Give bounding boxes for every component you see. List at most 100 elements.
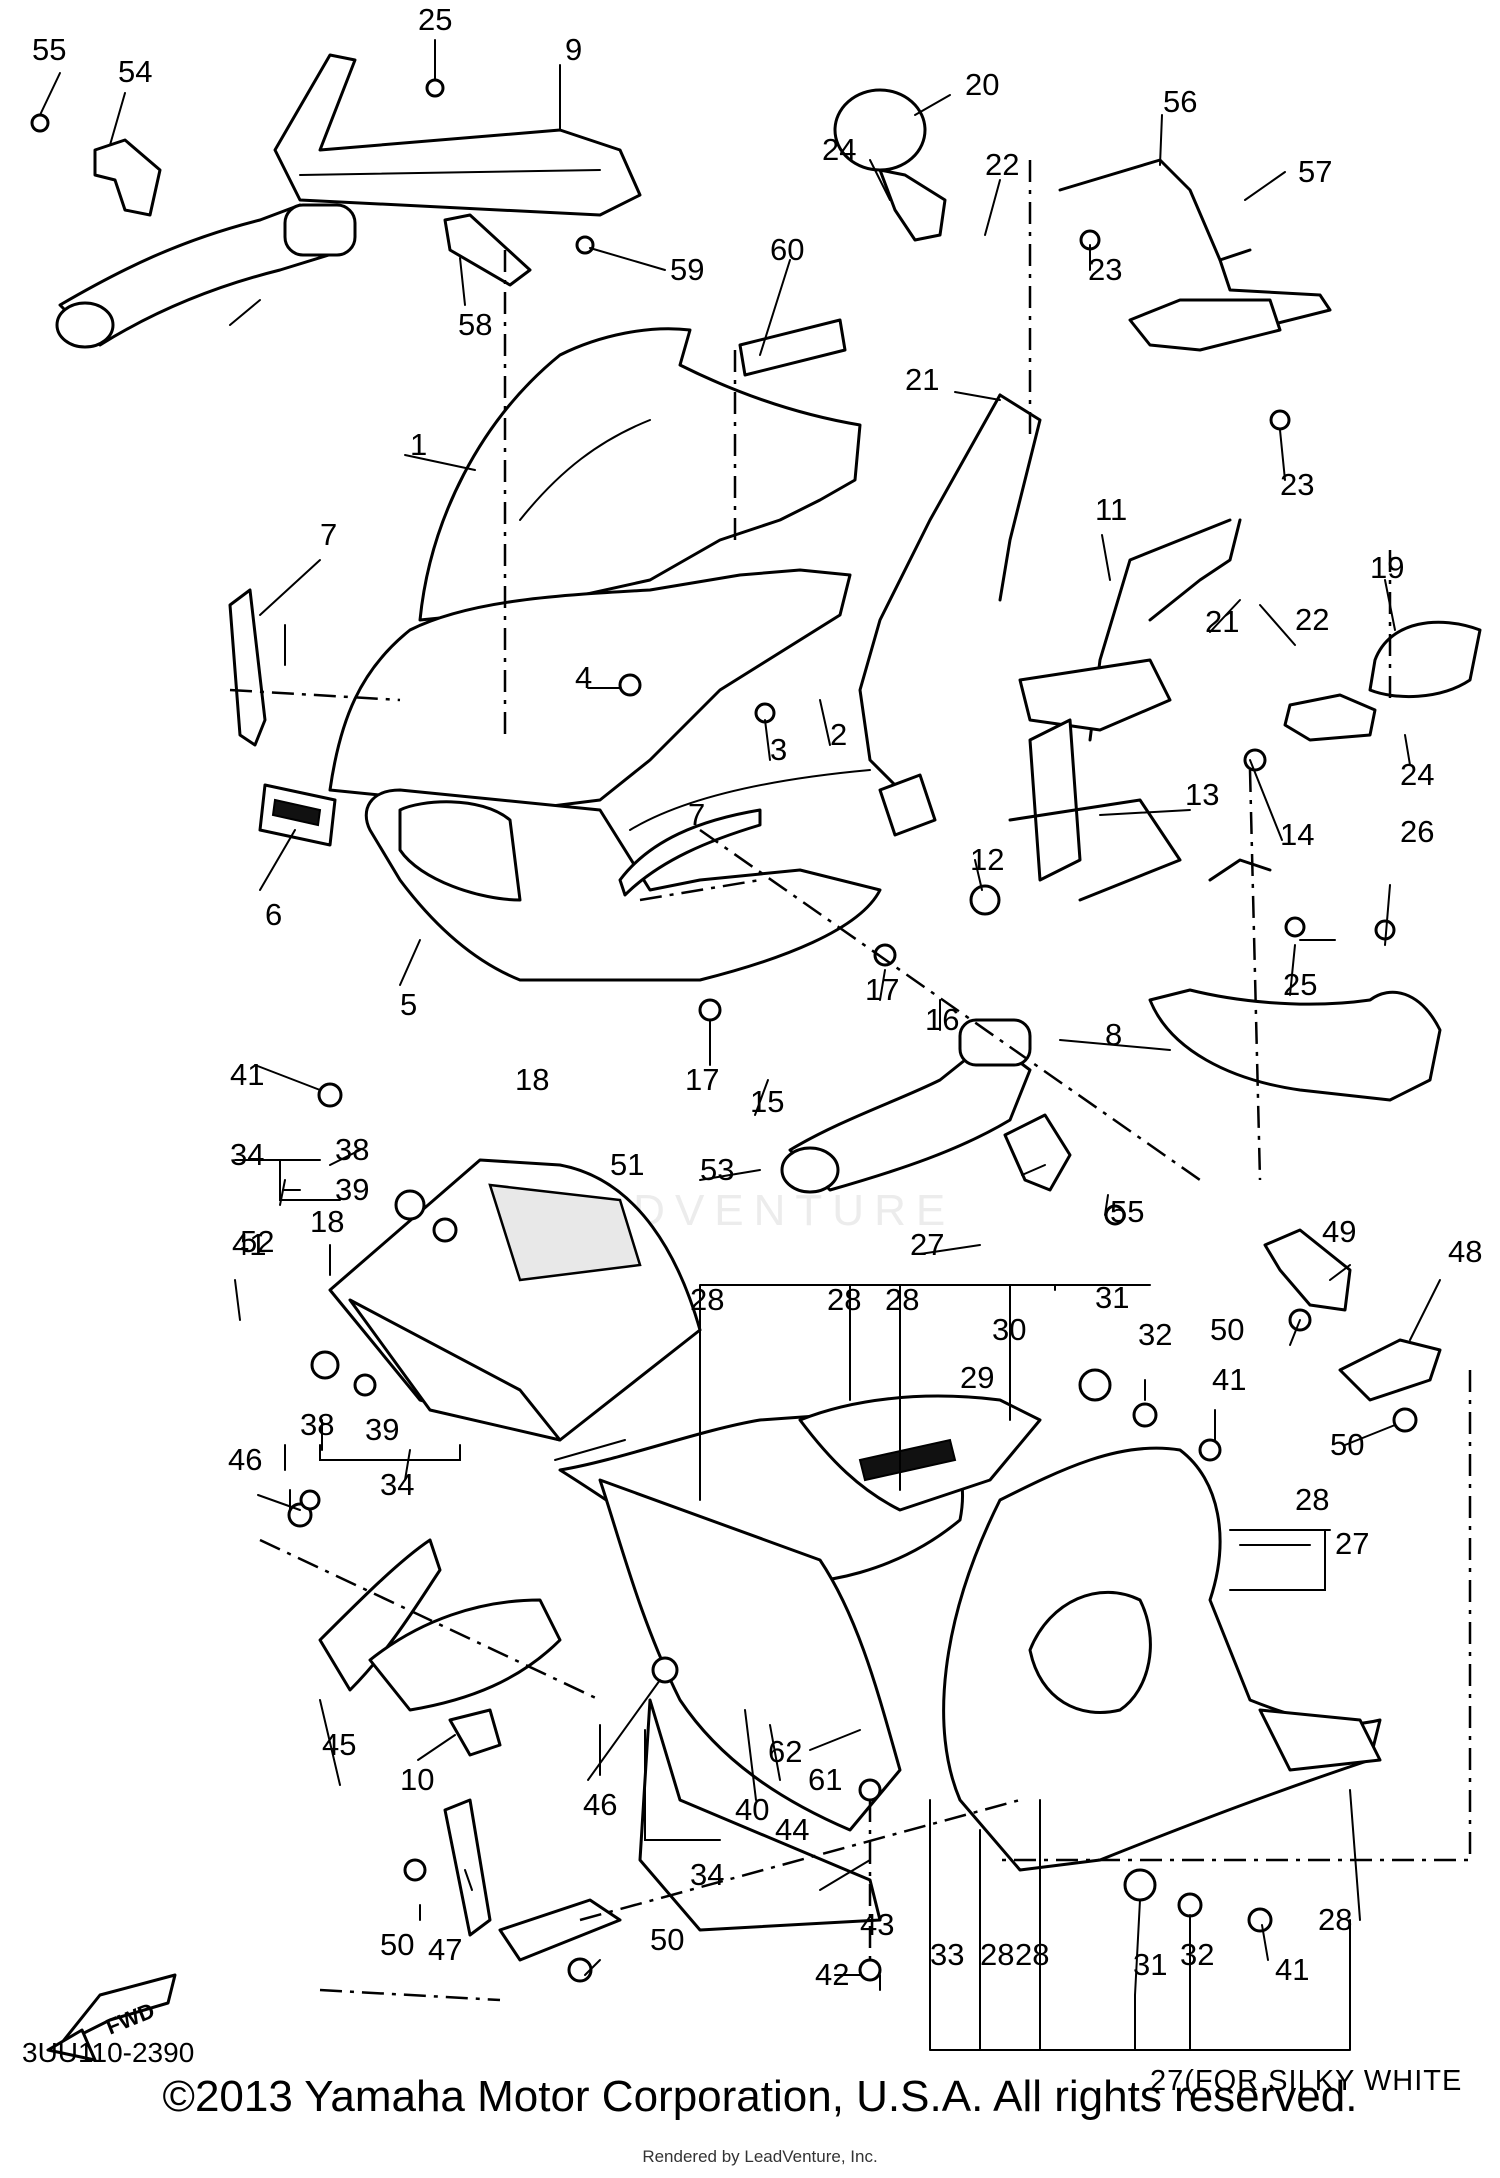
- callout-5: 5: [400, 987, 417, 1022]
- part-7-trim-right: [618, 808, 762, 897]
- callout-21: 21: [1205, 604, 1239, 639]
- callout-38: 38: [335, 1132, 369, 1167]
- fwd-arrow: FWD: [46, 1973, 177, 2062]
- part-49-bracket: [1263, 1228, 1352, 1312]
- part-7-trim-left: [228, 588, 267, 747]
- callout-17: 17: [865, 972, 899, 1007]
- callout-34: 34: [690, 1857, 724, 1892]
- callout-51: 51: [610, 1147, 644, 1182]
- callout-47: 47: [428, 1932, 462, 1967]
- callout-31: 31: [1133, 1947, 1167, 1982]
- callout-33: 33: [930, 1937, 964, 1972]
- callout-50: 50: [1210, 1312, 1244, 1347]
- callout-49: 49: [1322, 1214, 1356, 1249]
- part-29-cover: [798, 1394, 1042, 1512]
- callout-32: 32: [1138, 1317, 1172, 1352]
- part-9-stay: [273, 53, 642, 217]
- part-5-upper-cowling: [328, 568, 882, 982]
- callout-28: 28: [885, 1282, 919, 1317]
- part-48-bracket: [1338, 1338, 1442, 1402]
- callout-41: 41: [1275, 1952, 1309, 1987]
- callout-22: 22: [985, 147, 1019, 182]
- part-53-bracket: [1003, 1113, 1072, 1192]
- callout-8: 8: [1105, 1017, 1122, 1052]
- callout-3: 3: [770, 732, 787, 767]
- callout-55: 55: [1110, 1194, 1144, 1229]
- callout-41: 41: [1212, 1362, 1246, 1397]
- callout-4: 4: [575, 660, 592, 695]
- callout-24: 24: [822, 132, 856, 167]
- callout-60: 60: [770, 232, 804, 267]
- callout-18: 18: [310, 1204, 344, 1239]
- centre-lines: [229, 160, 1472, 2002]
- callout-46: 46: [228, 1442, 262, 1477]
- callout-13: 13: [1185, 777, 1219, 812]
- callout-32: 32: [1180, 1937, 1214, 1972]
- callout-15: 15: [750, 1084, 784, 1119]
- callout-1: 1: [410, 427, 427, 462]
- part-56-bracket: [1058, 158, 1332, 352]
- callout-62: 62: [768, 1734, 802, 1769]
- part-54-bracket: [93, 138, 162, 217]
- render-credit: Rendered by LeadVenture, Inc.: [642, 2147, 878, 2166]
- part-10-clamp: [448, 1708, 502, 1757]
- part-58-damper: [443, 213, 532, 287]
- callout-9: 9: [565, 32, 582, 67]
- callout-labels: 1234567789101112131415161717181819202121…: [32, 2, 1482, 1992]
- callout-31: 31: [1095, 1280, 1129, 1315]
- callout-25: 25: [418, 2, 452, 37]
- callout-52: 52: [240, 1224, 274, 1259]
- part-20-mirror: [833, 88, 947, 242]
- callout-28: 28: [1015, 1937, 1049, 1972]
- callout-50: 50: [380, 1927, 414, 1962]
- callout-29: 29: [960, 1360, 994, 1395]
- callout-6: 6: [265, 897, 282, 932]
- callout-23: 23: [1280, 467, 1314, 502]
- callout-17: 17: [685, 1062, 719, 1097]
- callout-24: 24: [1400, 757, 1434, 792]
- callout-7: 7: [688, 797, 705, 832]
- callout-58: 58: [458, 307, 492, 342]
- copyright: ©2013 Yamaha Motor Corporation, U.S.A. A…: [162, 2072, 1358, 2121]
- leader-lines: [39, 39, 1441, 2051]
- callout-43: 43: [860, 1907, 894, 1942]
- drawing-code: 3UU110-2390: [22, 2037, 194, 2068]
- callout-16: 16: [925, 1002, 959, 1037]
- callout-55: 55: [32, 32, 66, 67]
- callout-2: 2: [830, 717, 847, 752]
- callout-42: 42: [815, 1957, 849, 1992]
- callout-50: 50: [1330, 1427, 1364, 1462]
- callout-59: 59: [670, 252, 704, 287]
- callout-38: 38: [300, 1407, 334, 1442]
- callout-50: 50: [650, 1922, 684, 1957]
- callout-41: 41: [232, 1227, 266, 1262]
- part-60-emblem: [738, 318, 847, 377]
- callout-39: 39: [365, 1412, 399, 1447]
- callout-23: 23: [1088, 252, 1122, 287]
- part-51-duct: [780, 1018, 1032, 1194]
- callout-40: 40: [735, 1792, 769, 1827]
- callout-25: 25: [1283, 967, 1317, 1002]
- part-34-inner-panel: [328, 1158, 702, 1442]
- callout-26: 26: [1400, 814, 1434, 849]
- color-note: 27(FOR SILKY WHITE: [1150, 2065, 1462, 2097]
- callout-34: 34: [380, 1467, 414, 1502]
- callout-19: 19: [1370, 550, 1404, 585]
- callout-57: 57: [1298, 154, 1332, 189]
- callout-10: 10: [400, 1762, 434, 1797]
- callout-27: 27: [1335, 1526, 1369, 1561]
- callout-39: 39: [335, 1172, 369, 1207]
- callout-28: 28: [1318, 1902, 1352, 1937]
- part-1-windshield: [418, 327, 862, 622]
- callout-28: 28: [690, 1282, 724, 1317]
- callout-22: 22: [1295, 602, 1329, 637]
- callout-46: 46: [583, 1787, 617, 1822]
- callout-44: 44: [775, 1812, 809, 1847]
- callout-7: 7: [320, 517, 337, 552]
- part-27-lower-cowling-right: [942, 1446, 1382, 1872]
- callout-48: 48: [1448, 1234, 1482, 1269]
- callout-11: 11: [1095, 492, 1127, 527]
- callout-54: 54: [118, 54, 152, 89]
- part-8-stay: [1148, 988, 1442, 1102]
